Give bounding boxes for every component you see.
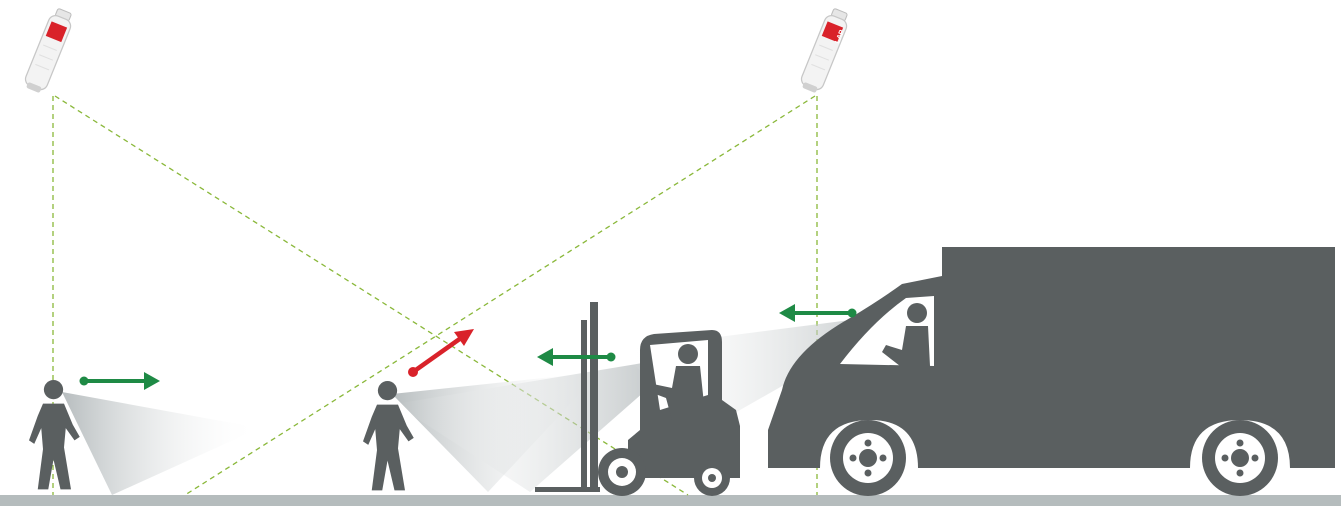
forklift-driver-head: [678, 344, 698, 364]
forklift-forks: [535, 487, 600, 492]
delivery-truck: [768, 247, 1335, 496]
truck-driver-head: [907, 303, 927, 323]
vision-cone-pedestrian-left: [62, 392, 260, 495]
truck-cargo-box: [942, 247, 1335, 412]
forklift-mast: [590, 302, 598, 490]
arrow-pedestrian-left: [80, 372, 161, 390]
arrow-forklift: [537, 348, 616, 366]
ceiling-sensor-right: [798, 7, 851, 95]
ground-strip: [0, 495, 1341, 506]
arrow-truck: [779, 304, 857, 322]
arrow-pedestrian-center-danger: [408, 329, 474, 377]
ceiling-sensor-left: [22, 7, 75, 95]
sensor-brand-left: LAP: [23, 29, 35, 45]
